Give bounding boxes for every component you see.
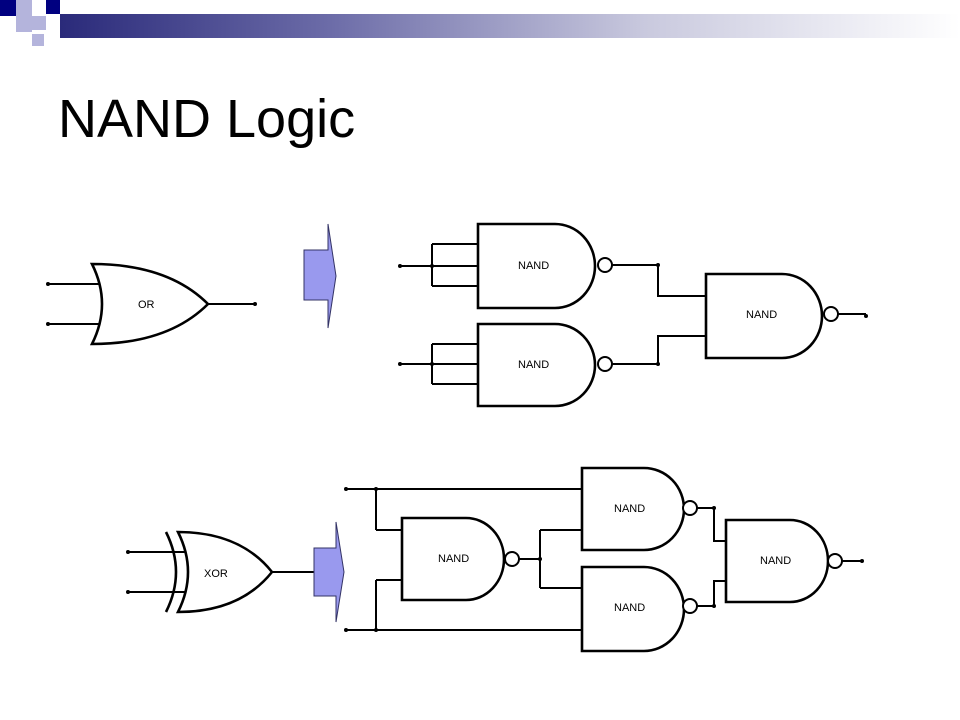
nand-gate-2d-bubble	[827, 553, 843, 569]
nand-b-junction	[430, 362, 434, 366]
nand-gate-2b-bubble	[682, 500, 698, 516]
title-accent-bar	[60, 14, 960, 38]
nand-gate-1c	[704, 272, 824, 360]
or-input-b-terminal	[46, 322, 50, 326]
wire-1b-to-1c	[612, 335, 706, 365]
or-equivalence-diagram: OR NAND NAND NAND	[46, 222, 868, 408]
nand-gate-1a-label: NAND	[518, 260, 549, 272]
or-gate-label: OR	[138, 299, 155, 311]
or-gate	[89, 262, 210, 346]
page-title: NAND Logic	[58, 89, 356, 149]
nand-gate-1b-bubble	[597, 356, 613, 372]
nand-gate-1b	[476, 322, 597, 408]
xor-net-input-a-junction	[374, 487, 378, 491]
nand-a-input-terminal	[398, 264, 402, 268]
nand-gate-1b-label: NAND	[518, 359, 549, 371]
nand-gate-2d-label: NAND	[760, 555, 791, 567]
xor-net-input-b-junction	[374, 628, 378, 632]
nand-gate-2c-bubble	[682, 598, 698, 614]
corner-square-light-1	[16, 0, 32, 16]
wire-2b-to-2d	[697, 507, 726, 542]
nand-gate-1a-bubble	[597, 257, 613, 273]
nand-a-junction	[430, 264, 434, 268]
nand-2a-fanout-junction	[538, 557, 542, 561]
nand-gate-1c-label: NAND	[746, 309, 777, 321]
corner-square-light-4	[32, 34, 44, 46]
xor-gate-label: XOR	[204, 568, 228, 580]
xor-net-input-b-terminal	[344, 628, 348, 632]
nand-gate-2a-label: NAND	[438, 553, 469, 565]
xor-input-curve	[164, 531, 178, 613]
xor-net-input-a-terminal	[344, 487, 348, 491]
nand-gate-2a-bubble	[504, 551, 520, 567]
nand-gate-2c	[580, 565, 686, 653]
nand-gate-1c-bubble	[823, 306, 839, 322]
wire-2c-to-2d	[697, 580, 726, 607]
xor-input-b-terminal	[126, 590, 130, 594]
corner-square-dark-2	[46, 0, 60, 14]
nand-2-output-terminal	[860, 559, 864, 563]
equivalence-arrow-1	[303, 223, 337, 329]
xor-gate	[175, 530, 274, 614]
nand-gate-1a	[476, 222, 597, 310]
wire-1b-node	[656, 362, 660, 366]
equivalence-arrow-2	[313, 521, 345, 623]
wire-1a-to-1c	[612, 264, 706, 297]
corner-square-light-3	[32, 16, 46, 30]
nand-gate-2c-label: NAND	[614, 602, 645, 614]
xor-equivalence-diagram: XOR NAND NAND NAND	[126, 466, 864, 653]
nand-gate-2b-label: NAND	[614, 503, 645, 515]
corner-square-dark-1	[0, 0, 16, 16]
wire-2c-node	[712, 604, 716, 608]
or-input-a-terminal	[46, 282, 50, 286]
nand-b-input-terminal	[398, 362, 402, 366]
xor-input-a-terminal	[126, 550, 130, 554]
nand-gate-2a	[400, 516, 506, 602]
or-output-terminal	[253, 302, 257, 306]
wire-1a-node	[656, 263, 660, 267]
wire-2b-node	[712, 506, 716, 510]
corner-square-light-2	[16, 16, 32, 32]
nand-1-output-terminal	[864, 314, 868, 318]
